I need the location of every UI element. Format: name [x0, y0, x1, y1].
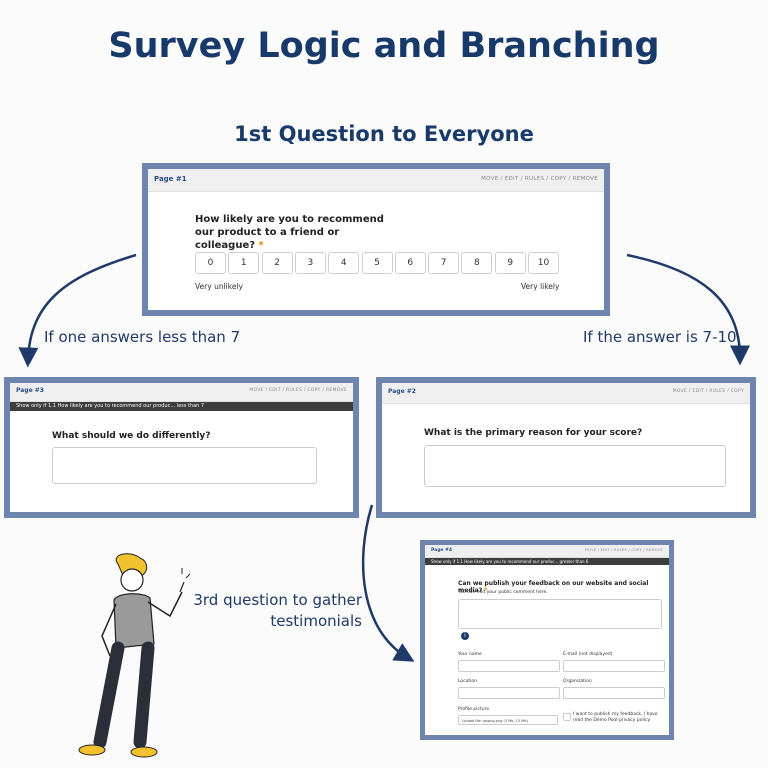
person-illustration	[78, 553, 191, 758]
scale-option-7[interactable]: 7	[428, 252, 460, 274]
scale-option-8[interactable]: 8	[461, 252, 493, 274]
organization-label: Organization	[563, 679, 592, 684]
consent-text: I want to publish my feedback. I have re…	[573, 712, 658, 723]
organization-input[interactable]	[563, 687, 665, 699]
consent-checkbox[interactable]	[563, 713, 571, 721]
page3-actions[interactable]: MOVE / EDIT / RULES / COPY / REMOVE	[249, 388, 347, 393]
page4-actions[interactable]: MOVE / EDIT / RULES / COPY / REMOVE	[584, 548, 663, 552]
subtitle: 1st Question to Everyone	[234, 122, 534, 146]
location-label: Location	[458, 679, 478, 684]
location-input[interactable]	[458, 687, 560, 699]
testimonial-label: 3rd question to gather testimonials	[193, 591, 362, 630]
page4-frame: Page #4 MOVE / EDIT / RULES / COPY / REM…	[420, 540, 674, 740]
scale-option-6[interactable]: 6	[394, 252, 426, 274]
page2-frame: Page #2 MOVE / EDIT / RULES / COPY What …	[376, 377, 756, 518]
page4-hint: You can edit your public comment here.	[458, 590, 548, 595]
scale-option-1[interactable]: 1	[228, 252, 260, 274]
page2-question: What is the primary reason for your scor…	[424, 428, 643, 438]
page1-frame: Page #1 MOVE / EDIT / RULES / COPY / REM…	[142, 163, 610, 316]
page3-rule: Show only if 1.1 How likely are you to r…	[10, 402, 353, 411]
page2-label: Page #2	[388, 388, 416, 395]
picture-label: Profile picture	[458, 707, 490, 712]
scale-option-4[interactable]: 4	[328, 252, 360, 274]
page3-textarea[interactable]	[52, 447, 317, 484]
scale-option-9[interactable]: 9	[494, 252, 526, 274]
page2-textarea[interactable]	[424, 445, 726, 487]
page3-frame: Page #3 MOVE / EDIT / RULES / COPY / REM…	[4, 377, 359, 518]
email-label: E-mail (not displayed)	[563, 652, 613, 657]
page1-actions[interactable]: MOVE / EDIT / RULES / COPY / REMOVE	[481, 176, 598, 182]
page4-question: Can we publish your feedback on our webs…	[458, 580, 649, 594]
page3-label: Page #3	[16, 387, 44, 394]
email-input[interactable]	[563, 660, 665, 672]
low-label: Very unlikely	[195, 282, 243, 291]
page4-textarea[interactable]	[458, 599, 662, 629]
name-label: Your name	[458, 652, 482, 657]
arrow-right-branch	[626, 253, 750, 366]
scale-option-3[interactable]: 3	[294, 252, 326, 274]
scale-option-0[interactable]: 0	[195, 252, 226, 274]
left-branch-label: If one answers less than 7	[44, 328, 241, 346]
arrow-left-branch	[18, 253, 137, 368]
page4-rule: Show only if 1.1 How likely are you to r…	[425, 558, 669, 565]
page1-question: How likely are you to recommend our prod…	[195, 214, 384, 251]
scale-option-5[interactable]: 5	[361, 252, 393, 274]
page3-question: What should we do differently?	[52, 431, 211, 441]
page1-label: Page #1	[154, 175, 187, 183]
scale-option-2[interactable]: 2	[261, 252, 293, 274]
picture-upload[interactable]: Upload file: jaspng.png (3 Mb, 15 Mb)	[458, 715, 558, 725]
info-icon[interactable]: i	[461, 632, 469, 640]
high-label: Very likely	[521, 282, 560, 291]
page4-label: Page #4	[431, 548, 452, 553]
scale-option-10[interactable]: 10	[528, 252, 559, 274]
main-title: Survey Logic and Branching	[108, 26, 660, 66]
right-branch-label: If the answer is 7-10	[583, 328, 737, 346]
page2-actions[interactable]: MOVE / EDIT / RULES / COPY	[672, 389, 744, 394]
arrow-testimonial	[361, 504, 415, 662]
name-input[interactable]	[458, 660, 560, 672]
